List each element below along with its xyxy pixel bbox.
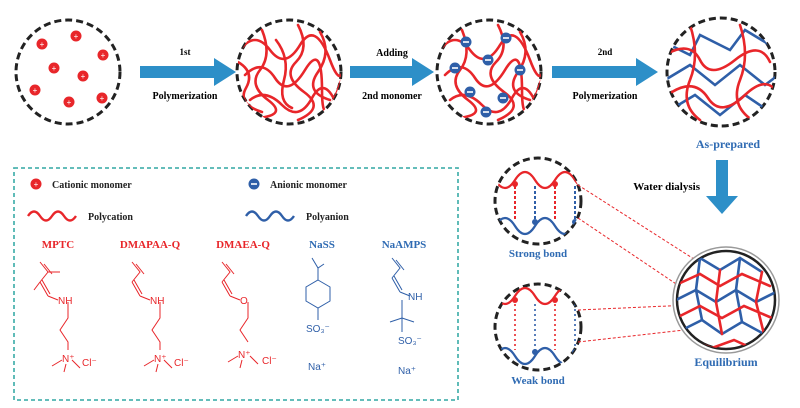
dmaea-q-cl: Cl⁻ (262, 356, 277, 367)
polyanion-wave-icon (245, 210, 295, 222)
weak-bond-circle (493, 282, 583, 372)
step-arrow-1 (140, 58, 236, 86)
naamps-na: Na⁺ (398, 366, 416, 377)
svg-text:+: + (33, 86, 38, 95)
step3-label: Polymerization (573, 91, 638, 102)
legend-cationic-monomer: Cationic monomer (52, 180, 132, 191)
svg-text:+: + (67, 98, 72, 107)
as-prepared-label: As-prepared (696, 137, 761, 151)
cationic-monomer-dots: + + + + + + + + (29, 30, 109, 108)
dmapaa-q-structure (131, 261, 161, 350)
polycation-circle (235, 18, 343, 126)
dmapaa-q-n-plus: N⁺ (154, 354, 167, 365)
step-arrow-2 (350, 58, 434, 86)
legend-polycation: Polycation (88, 212, 133, 223)
as-prepared-network-circle (665, 16, 777, 128)
dmapaa-q-nh: NH (150, 296, 164, 307)
monomer-name-dmapaa-q: DMAPAA-Q (120, 239, 181, 251)
svg-text:+: + (101, 51, 106, 60)
equilibrium-label: Equilibrium (694, 355, 757, 369)
step1-label: Polymerization (153, 91, 218, 102)
step2-label: 2nd monomer (362, 91, 422, 102)
step3-superscript: 2nd (598, 47, 613, 57)
step-arrow-3 (552, 58, 658, 86)
cationic-monomer-icon: + (30, 178, 42, 190)
mptc-cl: Cl⁻ (82, 358, 97, 369)
step1-superscript: 1st (180, 47, 191, 57)
mptc-n-plus: N⁺ (62, 354, 75, 365)
polycation-with-anion-circle (435, 18, 543, 126)
water-dialysis-label: Water dialysis (633, 181, 700, 193)
legend-polyanion: Polyanion (306, 212, 349, 223)
nass-na: Na⁺ (308, 362, 326, 373)
strong-bond-circle (493, 156, 583, 246)
monomer-name-nass: NaSS (309, 239, 335, 251)
nass-structure (305, 257, 331, 320)
legend-anionic-monomer: Anionic monomer (270, 180, 348, 191)
mptc-structure (33, 261, 69, 350)
naamps-so3: SO₃⁻ (398, 336, 422, 347)
anionic-monomer-icon (248, 178, 260, 190)
weak-bond-label: Weak bond (511, 375, 565, 387)
dialysis-arrow (706, 160, 738, 214)
naamps-structure (389, 257, 415, 332)
monomer-name-naamps: NaAMPS (382, 239, 427, 251)
naamps-nh: NH (408, 292, 422, 303)
dmaea-q-o: O (240, 296, 248, 307)
monomer-solution-circle: + + + + + + + + (14, 18, 122, 126)
svg-text:+: + (74, 32, 79, 41)
svg-text:+: + (34, 180, 39, 189)
legend-box: + Cationic monomer Anionic monomer Polyc… (13, 167, 459, 401)
equilibrium-network-circle (672, 246, 780, 354)
monomer-name-mptc: MPTC (42, 239, 74, 251)
dmapaa-q-cl: Cl⁻ (174, 358, 189, 369)
monomer-name-dmaea-q: DMAEA-Q (216, 239, 270, 251)
svg-text:+: + (81, 72, 86, 81)
mptc-nh: NH (58, 296, 72, 307)
strong-bond-label: Strong bond (509, 248, 567, 260)
svg-text:+: + (100, 94, 105, 103)
nass-so3: SO₃⁻ (306, 324, 330, 335)
step2-top-label: Adding (376, 48, 408, 59)
polycation-wave-icon (27, 210, 77, 222)
dmaea-q-n-plus: N⁺ (238, 350, 251, 361)
svg-text:+: + (40, 40, 45, 49)
dmaea-q-structure (221, 261, 249, 343)
svg-text:+: + (52, 64, 57, 73)
